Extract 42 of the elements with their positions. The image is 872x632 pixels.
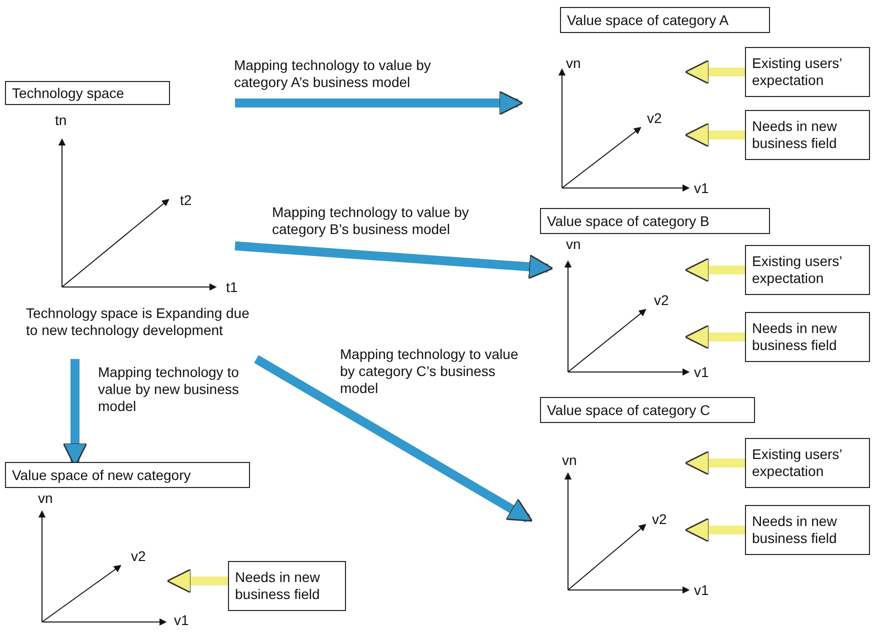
axis-label: t2 [180, 192, 192, 209]
arrow [254, 355, 533, 522]
text-box: Value space of category B [540, 208, 770, 234]
edge-label: Mapping technology to value by category C’s business model [340, 346, 520, 397]
text-box: Value space of new category [5, 462, 250, 488]
arrow [684, 324, 745, 350]
text-box: Needs in new business field [745, 312, 870, 362]
axis-label: vn [38, 490, 53, 507]
note: Technology space is Expanding due to new technology development [26, 305, 258, 359]
arrow [166, 568, 228, 594]
edge-label: Mapping technology to value by new business model [98, 364, 240, 415]
text-box: Existing users’ expectation [745, 245, 870, 295]
text-box: Needs in new business field [745, 505, 870, 555]
arrow [684, 60, 745, 84]
text-box: Needs in new business field [745, 110, 870, 160]
text-box: Value space of category A [560, 7, 770, 33]
text-box: Existing users’ expectation [745, 47, 870, 97]
axis-label: v1 [694, 180, 709, 197]
axis-label: v2 [131, 548, 146, 565]
arrow [684, 518, 745, 542]
text-box: Value space of category C [540, 397, 755, 423]
arrow [684, 258, 745, 282]
axis-label: t1 [226, 279, 238, 296]
axis-label: v1 [694, 364, 709, 381]
axis-label: v1 [694, 582, 709, 599]
axis-label: v2 [652, 511, 667, 528]
arrow [235, 90, 524, 116]
axis-label: v1 [174, 612, 189, 629]
axis-label: vn [566, 236, 581, 253]
axis-label: v2 [647, 110, 662, 127]
axis-label: vn [566, 55, 581, 72]
axis-label: tn [55, 112, 67, 129]
arrow [684, 450, 745, 476]
text-box: Needs in new business field [228, 561, 346, 611]
arrow [684, 122, 745, 148]
arrow [234, 241, 554, 280]
text-box: Existing users’ expectation [745, 438, 870, 488]
text-box: Technology space [5, 81, 170, 105]
edge-label: Mapping technology to value by category B’s business model [272, 204, 470, 238]
axis-label: v2 [654, 292, 669, 309]
edge-label: Mapping technology to value by category A’s business model [234, 57, 432, 91]
axis-label: vn [562, 452, 577, 469]
